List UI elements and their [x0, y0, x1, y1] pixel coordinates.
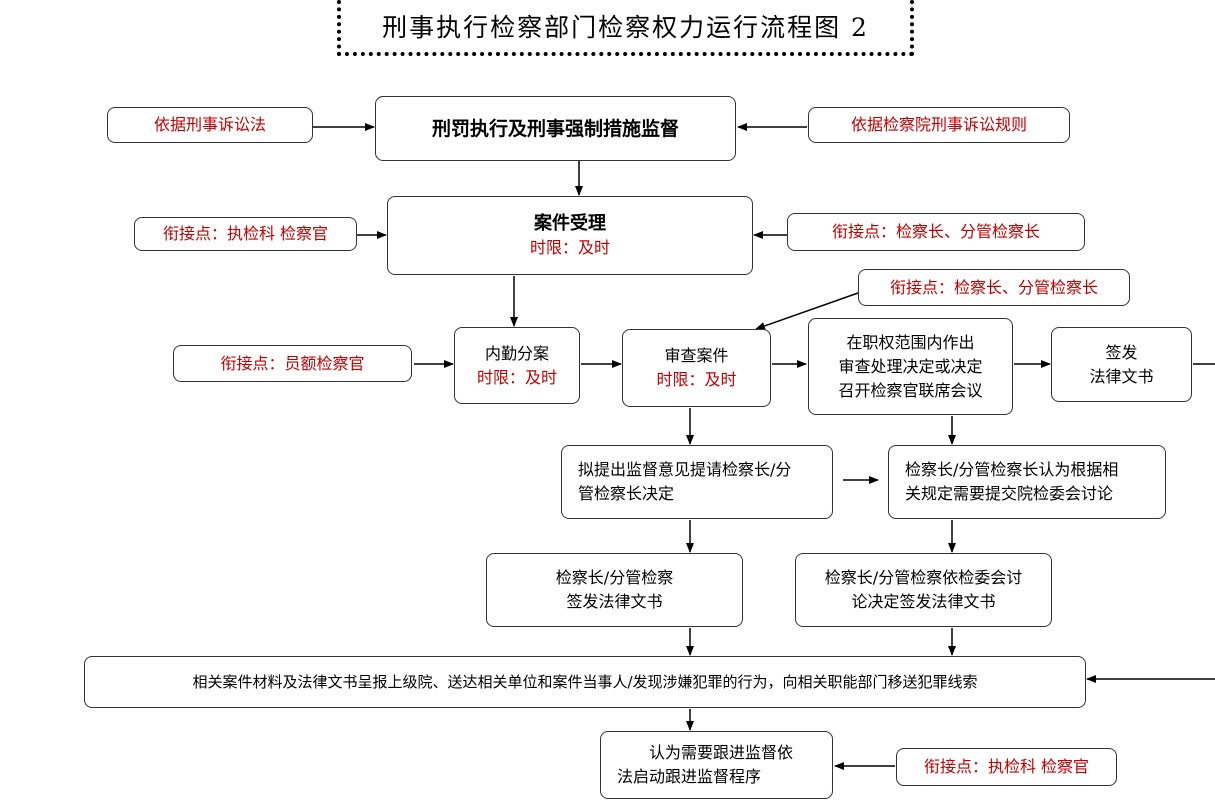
review-case-label: 审查案件 [664, 346, 729, 365]
main-supervision-text: 刑罚执行及刑事强制措施监督 [431, 117, 679, 140]
link-point-staff-prosecutor: 衔接点：员额检察官 [173, 345, 412, 382]
committee-sign-line-1: 检察长/分管检察依检委会讨 [824, 568, 1023, 587]
internal-assign-label: 内勤分案 [484, 343, 549, 363]
link-point-chief-2: 衔接点：检察长、分管检察长 [858, 269, 1130, 306]
committee-sign-line-2: 论决定签发法律文书 [851, 592, 996, 611]
link-point-executor-2: 衔接点：执检科 检察官 [896, 748, 1117, 786]
sign-legal-document-node: 签发 法律文书 [1051, 327, 1192, 402]
sign-issue-line-1: 签发 [1105, 342, 1138, 362]
decide-line-2: 审查处理决定或决定 [838, 356, 983, 376]
case-acceptance-node: 案件受理 时限：及时 [387, 196, 753, 275]
link-chief-1-text: 衔接点：检察长、分管检察长 [831, 222, 1040, 241]
follow-up-supervision-node: 认为需要跟进监督依 法启动跟进监督程序 [600, 731, 833, 799]
decide-line-1: 在职权范围内作出 [846, 332, 975, 352]
follow-up-line-2: 法启动跟进监督程序 [617, 767, 762, 786]
internal-assignment-node: 内勤分案 时限：及时 [454, 327, 580, 404]
basis-rules-text: 依据检察院刑事诉讼规则 [850, 115, 1027, 134]
link-point-executor: 衔接点：执检科 检察官 [134, 217, 357, 251]
link-point-chief-1: 衔接点：检察长、分管检察长 [787, 213, 1085, 251]
decide-line-3: 召开检察官联席会议 [838, 380, 983, 400]
basis-procuratorate-rules: 依据检察院刑事诉讼规则 [808, 107, 1070, 143]
internal-assign-limit: 时限：及时 [476, 367, 557, 387]
chief-sign-document-node: 检察长/分管检察 签发法律文书 [486, 553, 743, 627]
case-accept-limit: 时限：及时 [529, 237, 610, 257]
propose-supervision-opinion-node: 拟提出监督意见提请检察长/分 管检察长决定 [561, 445, 833, 519]
page-title: 刑事执行检察部门检察权力运行流程图 2 [337, 0, 914, 56]
propose-line-2: 管检察长决定 [578, 484, 675, 503]
materials-text: 相关案件材料及法律文书呈报上级院、送达相关单位和案件当事人/发现涉嫌犯罪的行为，… [192, 673, 978, 691]
follow-up-line-1: 认为需要跟进监督依 [649, 743, 794, 762]
decision-within-authority-node: 在职权范围内作出 审查处理决定或决定 召开检察官联席会议 [808, 318, 1013, 415]
chief-sign-line-2: 签发法律文书 [566, 592, 663, 611]
committee-decision-sign-node: 检察长/分管检察依检委会讨 论决定签发法律文书 [795, 553, 1052, 627]
link-executor-text: 衔接点：执检科 检察官 [162, 224, 329, 243]
case-accept-label: 案件受理 [534, 212, 606, 234]
chief-submit-committee-node: 检察长/分管检察长认为根据相 关规定需要提交院检委会讨论 [888, 445, 1166, 519]
link-chief-2-text: 衔接点：检察长、分管检察长 [889, 277, 1098, 297]
chief-submit-line-1: 检察长/分管检察长认为根据相 [905, 460, 1119, 479]
basis-criminal-procedure-law: 依据刑事诉讼法 [107, 107, 313, 143]
main-supervision-node: 刑罚执行及刑事强制措施监督 [375, 96, 736, 161]
chief-submit-line-2: 关规定需要提交院检委会讨论 [905, 484, 1114, 503]
link-staff-text: 衔接点：员额检察官 [220, 353, 365, 373]
review-case-limit: 时限：及时 [656, 370, 737, 389]
basis-law-text: 依据刑事诉讼法 [153, 115, 266, 134]
link-executor-2-text: 衔接点：执检科 检察官 [923, 757, 1090, 776]
chief-sign-line-1: 检察长/分管检察 [555, 568, 674, 587]
sign-issue-line-2: 法律文书 [1089, 366, 1154, 386]
case-materials-report-node: 相关案件材料及法律文书呈报上级院、送达相关单位和案件当事人/发现涉嫌犯罪的行为，… [84, 656, 1086, 708]
propose-line-1: 拟提出监督意见提请检察长/分 [578, 460, 792, 479]
review-case-node: 审查案件 时限：及时 [622, 329, 771, 407]
